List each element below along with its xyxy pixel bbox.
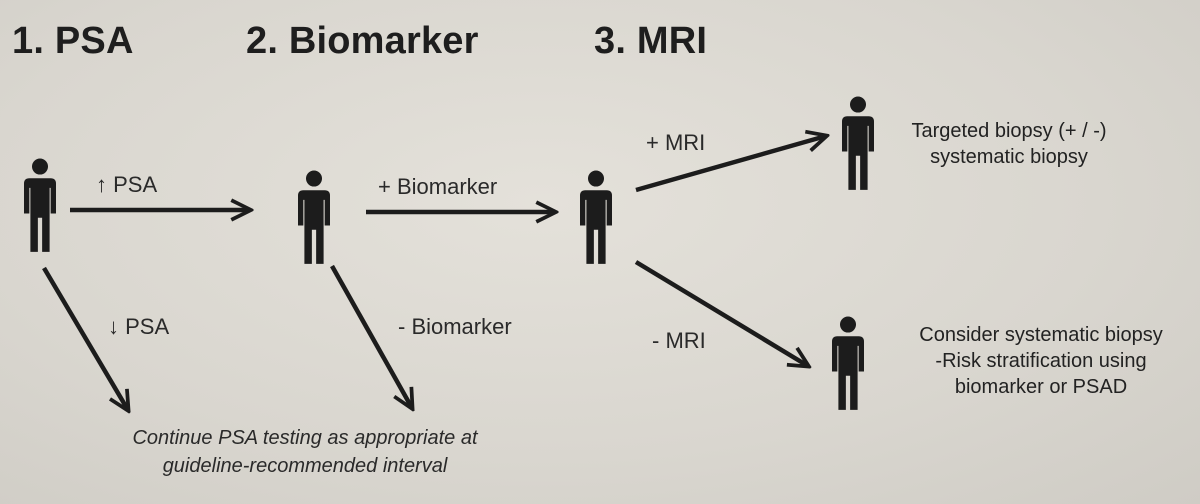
label-mri-positive: + MRI bbox=[646, 130, 706, 155]
label-psa-down: ↓ PSA bbox=[108, 314, 170, 339]
outcome-negative-line: biomarker or PSAD bbox=[954, 376, 1128, 398]
person-icon bbox=[298, 170, 330, 264]
arrow-biomarker-negative bbox=[330, 264, 412, 408]
person-icon bbox=[832, 316, 864, 410]
arrow-psa-down bbox=[42, 266, 128, 410]
label-biomarker-negative: - Biomarker bbox=[398, 314, 512, 339]
outcome-positive-line: Targeted biopsy (+ / -) bbox=[911, 120, 1107, 142]
step-title-psa: 1. PSA bbox=[12, 20, 134, 62]
outcome-negative-line: Consider systematic biopsy bbox=[919, 324, 1163, 346]
outcome-negative-mri: Consider systematic biopsy -Risk stratif… bbox=[888, 322, 1194, 400]
outcome-positive-mri: Targeted biopsy (+ / -) systematic biops… bbox=[884, 118, 1134, 170]
outcome-negative-line: -Risk stratification using bbox=[935, 350, 1147, 372]
arrow-mri-positive bbox=[635, 136, 826, 193]
person-icon bbox=[580, 170, 612, 264]
outcome-positive-line: systematic biopsy bbox=[930, 146, 1088, 168]
note-line: Continue PSA testing as appropriate at bbox=[132, 427, 478, 449]
label-biomarker-positive: + Biomarker bbox=[378, 174, 498, 199]
continue-psa-note: Continue PSA testing as appropriate at g… bbox=[90, 424, 520, 480]
arrow-mri-negative bbox=[634, 260, 808, 366]
label-mri-negative: - MRI bbox=[652, 328, 706, 353]
person-icon bbox=[24, 158, 56, 252]
label-psa-up: ↑ PSA bbox=[96, 172, 158, 197]
person-icon bbox=[842, 96, 874, 190]
step-title-biomarker: 2. Biomarker bbox=[246, 20, 479, 62]
step-title-mri: 3. MRI bbox=[594, 20, 708, 62]
note-line: guideline-recommended interval bbox=[162, 455, 448, 477]
